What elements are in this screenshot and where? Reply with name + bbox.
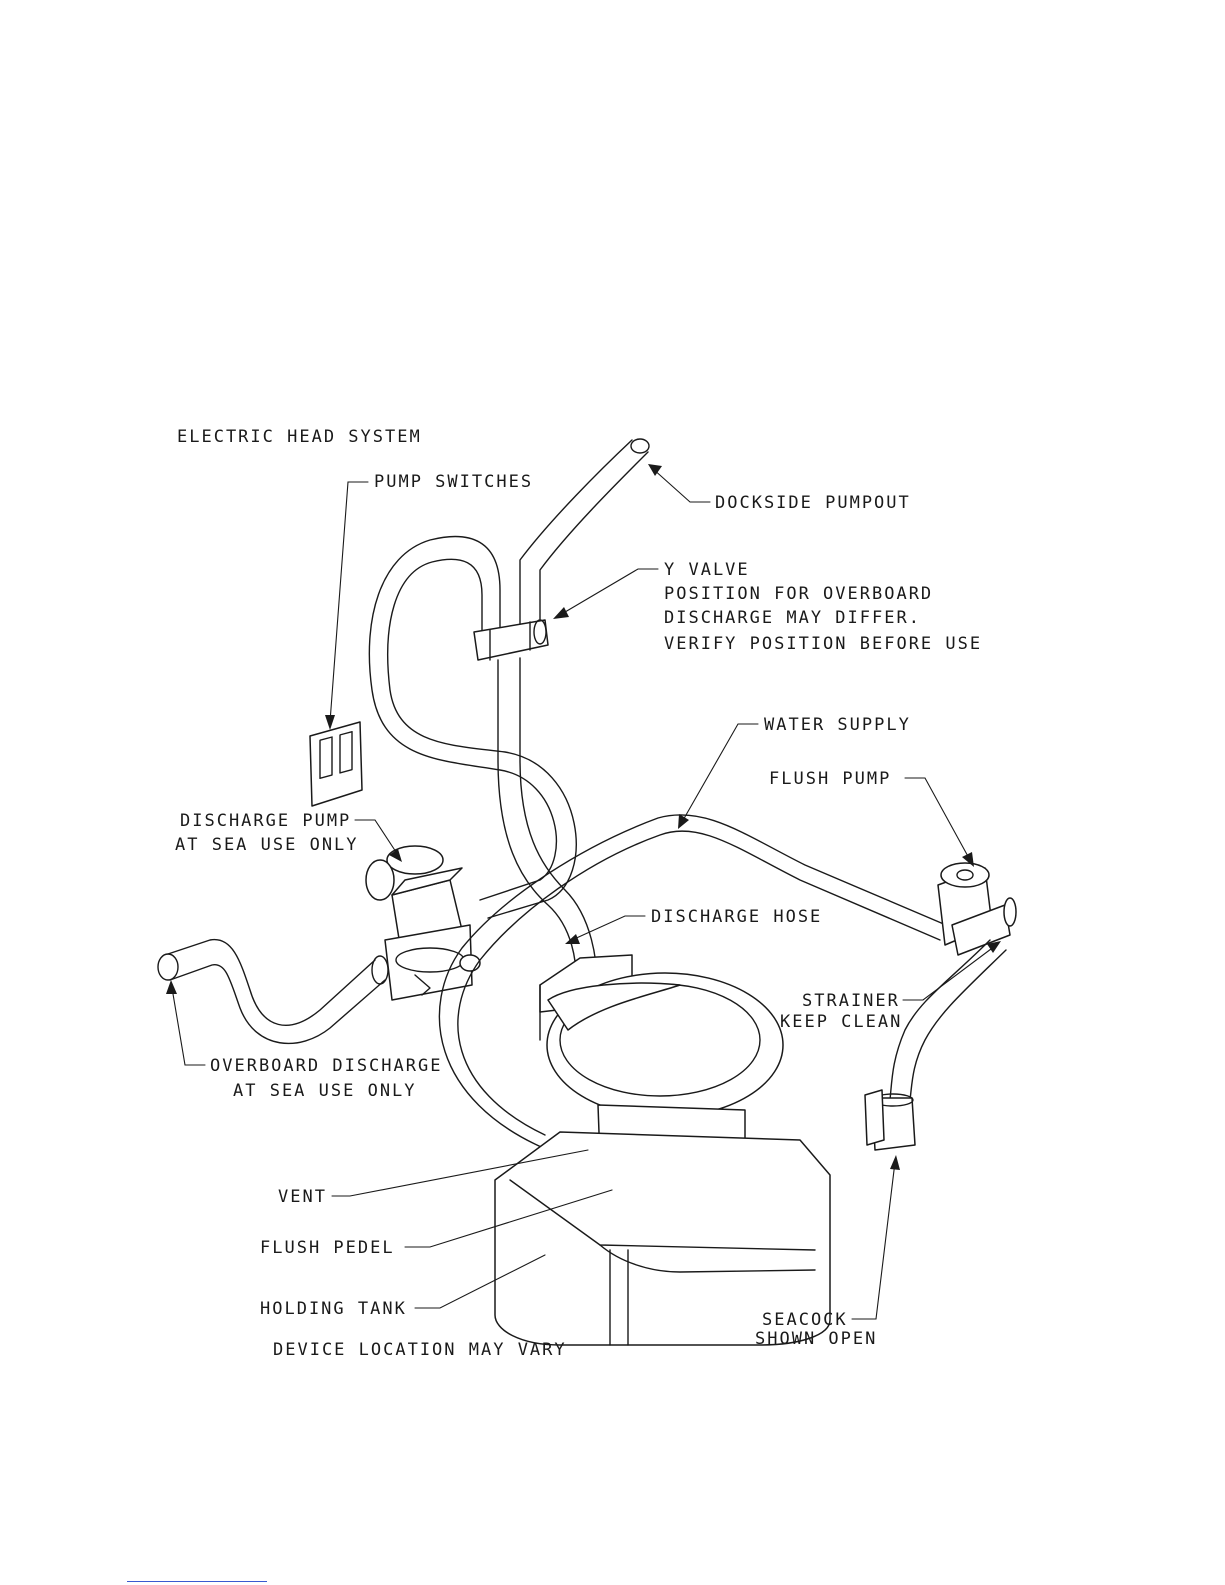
discharge-hose-label: DISCHARGE HOSE: [651, 907, 822, 927]
y-valve-note-line-3: VERIFY POSITION BEFORE USE: [664, 634, 982, 654]
overboard-discharge-hose: [157, 938, 389, 1045]
holding-tank: [494, 1131, 831, 1346]
loop-hose: [368, 535, 577, 919]
diagram-labels: ELECTRIC HEAD SYSTEM PUMP SWITCHES DOCKS…: [175, 427, 982, 1360]
overboard-discharge-note: AT SEA USE ONLY: [233, 1081, 417, 1101]
strainer-label: STRAINER: [802, 991, 900, 1011]
y-valve-note-line-2: DISCHARGE MAY DIFFER.: [664, 608, 921, 628]
flush-pedel-label: FLUSH PEDEL: [260, 1238, 395, 1258]
dockside-pumpout-label: DOCKSIDE PUMPOUT: [715, 493, 911, 513]
seacock-note: SHOWN OPEN: [755, 1329, 877, 1349]
discharge-hose-drawing: [497, 657, 598, 1001]
vent-label: VENT: [278, 1187, 327, 1207]
discharge-pump-label: DISCHARGE PUMP: [180, 811, 351, 831]
flush-pump-label: FLUSH PUMP: [769, 769, 891, 789]
water-supply-hose: [438, 814, 947, 1151]
footer-rule: [127, 1581, 267, 1582]
discharge-pump-note: AT SEA USE ONLY: [175, 835, 359, 855]
diagram-title: ELECTRIC HEAD SYSTEM: [177, 427, 422, 447]
y-valve: [473, 619, 549, 661]
flush-pump: [937, 862, 1017, 956]
dockside-pumpout-hose: [519, 438, 650, 641]
pump-switches-label: PUMP SWITCHES: [374, 472, 533, 492]
seacock-label: SEACOCK: [762, 1310, 848, 1330]
leader-lines: [166, 464, 1001, 1320]
overboard-discharge-label: OVERBOARD DISCHARGE: [210, 1056, 442, 1076]
strainer-note: KEEP CLEAN: [780, 1012, 902, 1032]
pump-switches-panel: [309, 721, 363, 807]
y-valve-note-line-1: POSITION FOR OVERBOARD: [664, 584, 933, 604]
holding-tank-label: HOLDING TANK: [260, 1299, 407, 1319]
water-supply-label: WATER SUPPLY: [764, 715, 911, 735]
discharge-pump: [365, 845, 481, 1001]
diagram-drawing: [157, 438, 1017, 1346]
device-location-note: DEVICE LOCATION MAY VARY: [273, 1340, 567, 1360]
seacock: [864, 1089, 916, 1151]
seacock-hose: [889, 939, 1007, 1101]
y-valve-label: Y VALVE: [664, 560, 750, 580]
